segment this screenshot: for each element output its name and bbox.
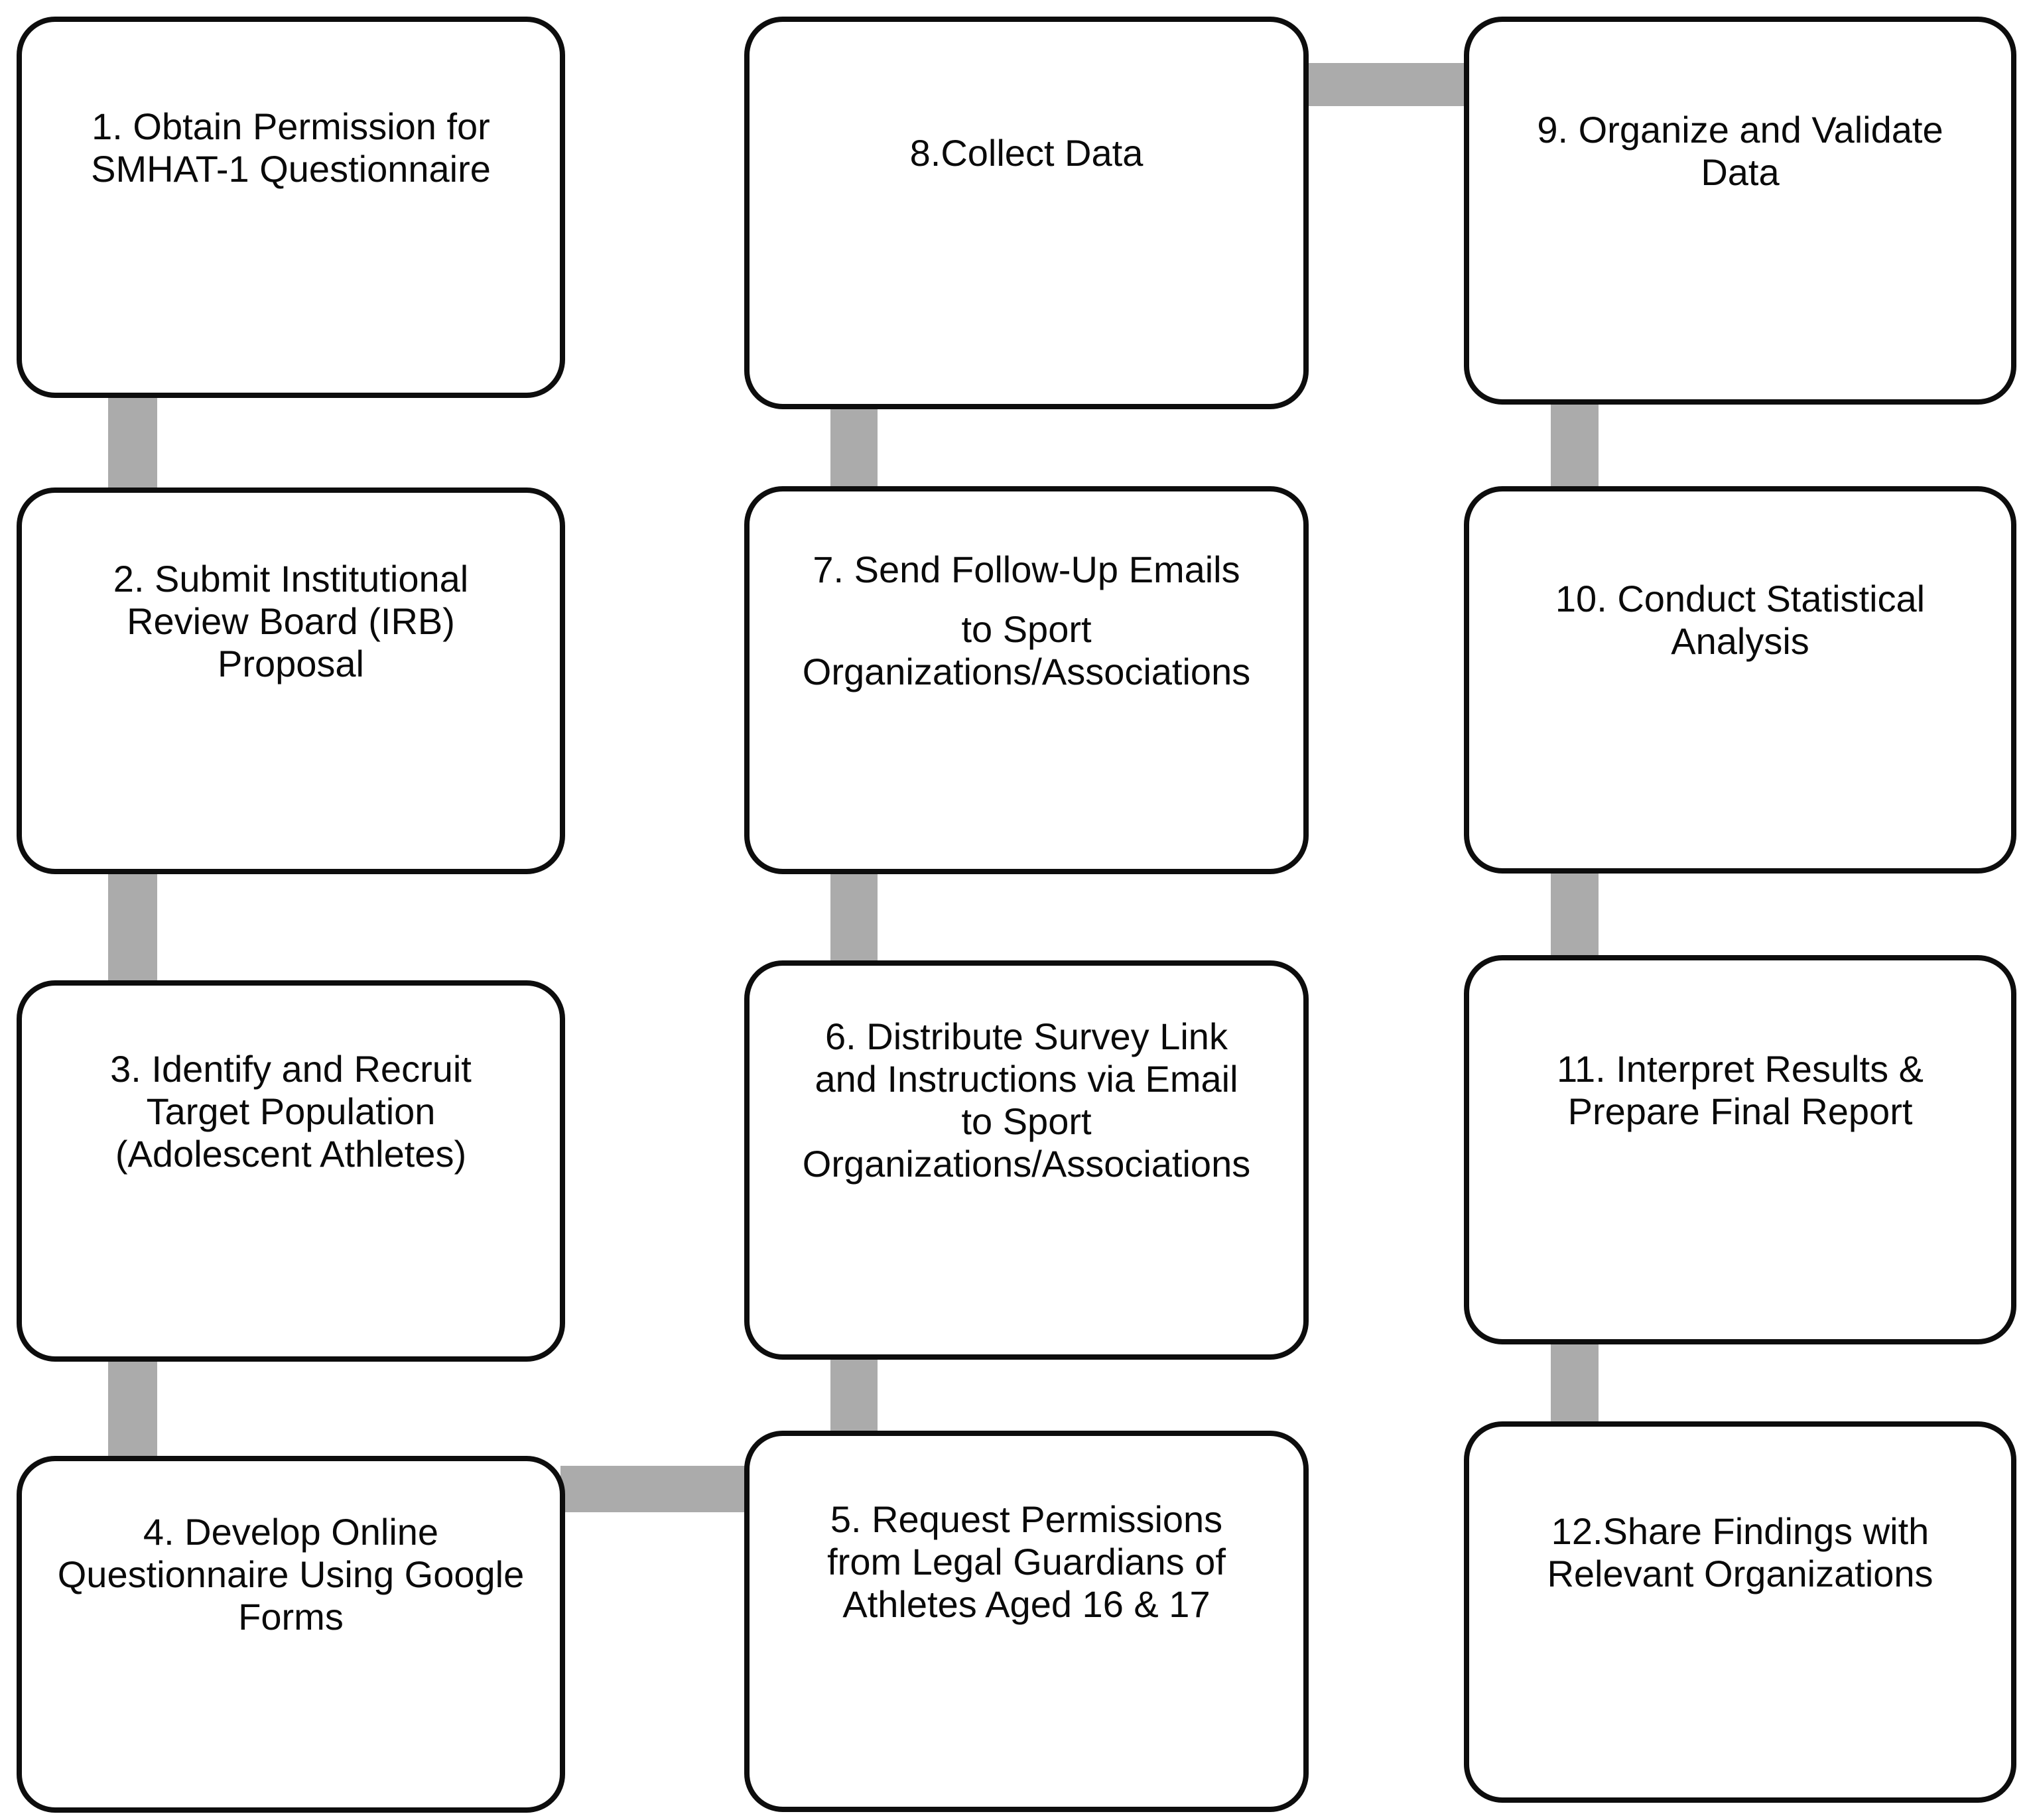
connector-2-3 <box>108 871 157 984</box>
flow-step-8-label: 8.Collect Data <box>909 132 1144 174</box>
flow-step-12: 12.Share Findings with Relevant Organiza… <box>1464 1421 2016 1803</box>
flow-step-5: 5. Request Permissions from Legal Guardi… <box>744 1431 1309 1812</box>
flow-step-8: 8.Collect Data <box>744 17 1309 409</box>
connector-6-7 <box>830 871 878 964</box>
flow-step-7: 7. Send Follow-Up Emails to Sport Organi… <box>744 486 1309 874</box>
flow-step-10-label: 10. Conduct Statistical Analysis <box>1555 578 1926 662</box>
flow-step-9-label: 9. Organize and Validate Data <box>1537 108 1943 193</box>
flow-step-11-label: 11. Interpret Results & Prepare Final Re… <box>1557 1047 1924 1132</box>
flow-step-6: 6. Distribute Survey Link and Instructio… <box>744 960 1309 1360</box>
flow-step-4-label: 4. Develop Online Questionnaire Using Go… <box>57 1511 525 1638</box>
flow-step-5-label: 5. Request Permissions from Legal Guardi… <box>827 1498 1226 1625</box>
connector-7-8 <box>830 405 878 489</box>
flow-step-1-label: 1. Obtain Permission for SMHAT-1 Questio… <box>91 105 491 190</box>
flow-step-3-label: 3. Identify and Recruit Target Populatio… <box>110 1047 472 1175</box>
connector-8-9 <box>1303 63 1469 106</box>
flow-step-1: 1. Obtain Permission for SMHAT-1 Questio… <box>17 17 565 398</box>
flow-step-2: 2. Submit Institutional Review Board (IR… <box>17 487 565 874</box>
flow-step-9: 9. Organize and Validate Data <box>1464 17 2016 405</box>
flow-step-10: 10. Conduct Statistical Analysis <box>1464 486 2016 874</box>
connector-4-5 <box>560 1466 750 1512</box>
flow-step-3: 3. Identify and Recruit Target Populatio… <box>17 980 565 1362</box>
flow-step-11: 11. Interpret Results & Prepare Final Re… <box>1464 955 2016 1344</box>
connector-11-12 <box>1551 1341 1599 1425</box>
connector-10-11 <box>1551 870 1599 958</box>
connector-1-2 <box>108 395 157 491</box>
flow-step-6-label: 6. Distribute Survey Link and Instructio… <box>802 1015 1251 1185</box>
flow-step-7-label: 7. Send Follow-Up Emails <box>813 548 1240 590</box>
flow-step-4: 4. Develop Online Questionnaire Using Go… <box>17 1456 565 1813</box>
connector-3-4 <box>108 1358 157 1459</box>
flow-step-12-label: 12.Share Findings with Relevant Organiza… <box>1547 1510 1933 1594</box>
flow-step-2-label: 2. Submit Institutional Review Board (IR… <box>113 557 469 684</box>
connector-9-10 <box>1551 401 1599 489</box>
connector-5-6 <box>830 1355 878 1434</box>
flow-step-7-label-line-2: to Sport Organizations/Associations <box>802 608 1251 692</box>
